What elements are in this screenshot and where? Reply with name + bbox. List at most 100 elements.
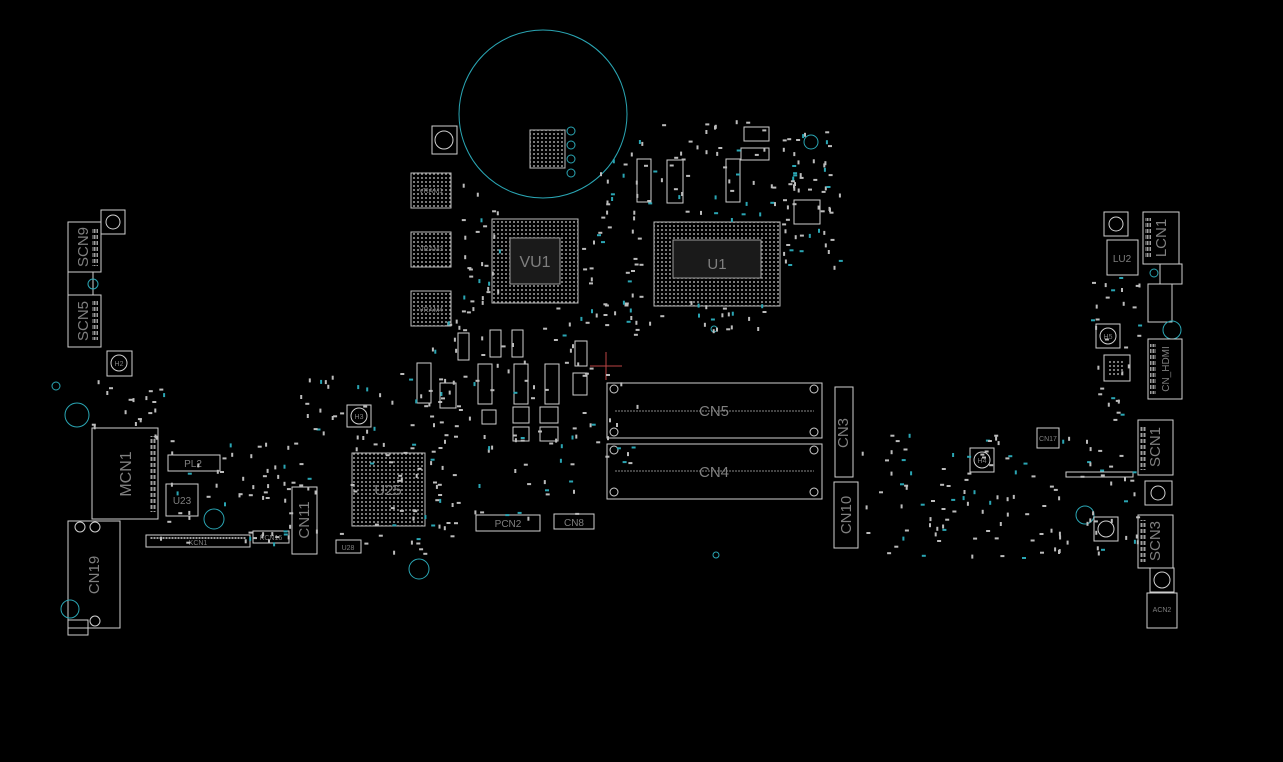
smd-pad — [785, 218, 790, 221]
smd-pad — [589, 282, 593, 285]
part-right-3[interactable] — [1147, 283, 1173, 323]
smd-pad — [941, 468, 946, 470]
smd-pad — [746, 121, 751, 124]
smd-pad — [490, 389, 495, 392]
smd-pad — [248, 531, 253, 534]
connector-cn3[interactable]: CN3 — [834, 386, 854, 478]
smd-pad — [782, 139, 787, 142]
part-right-2[interactable] — [1159, 263, 1183, 285]
vram2[interactable] — [529, 129, 566, 169]
smd-pad — [456, 501, 461, 504]
smd-pad — [904, 484, 909, 487]
inductor-row-top[interactable] — [431, 125, 821, 225]
h4-label: H4 — [978, 458, 987, 465]
smd-pad — [754, 153, 759, 156]
chip-u25[interactable]: U25 — [351, 452, 426, 527]
smd-pad — [1137, 334, 1142, 337]
smd-pad — [1100, 469, 1105, 472]
memory-slot-cn5[interactable]: CN5 — [606, 382, 823, 439]
connector-cn19[interactable]: CN19 — [67, 520, 121, 636]
smd-pad — [879, 491, 883, 494]
part-lu2-top[interactable] — [1103, 211, 1129, 237]
chip-u23[interactable]: U23 — [165, 483, 199, 517]
connector-acn2[interactable]: ACN2 — [1146, 592, 1178, 629]
smd-pad — [987, 440, 992, 442]
smd-pad — [1098, 393, 1103, 396]
connector-cn10[interactable]: CN10 — [833, 481, 859, 549]
smd-pad — [994, 434, 999, 437]
cn19-label: CN19 — [86, 556, 103, 594]
connector-hdmi[interactable]: CN_HDMI — [1147, 338, 1183, 400]
smd-pad — [461, 219, 466, 222]
smd-pad — [582, 247, 587, 250]
part-above-acn2[interactable] — [1149, 567, 1175, 593]
hole-h2[interactable]: H2 — [106, 350, 133, 377]
memory-slot-cn4[interactable]: CN4 — [606, 443, 823, 500]
vram3[interactable]: VRAM3 — [410, 231, 452, 268]
hole-h5[interactable]: H5 — [1095, 323, 1121, 349]
inductor-row-center[interactable] — [416, 329, 588, 442]
connector-kcn16[interactable]: KCN16 — [252, 530, 290, 544]
smd-pad — [833, 265, 836, 270]
connector-scn3[interactable]: SCN3 — [1137, 514, 1174, 569]
smd-pad — [1138, 324, 1143, 327]
connector-lcn1[interactable]: LCN1 — [1142, 211, 1180, 265]
connector-cn8[interactable]: CN8 — [553, 513, 595, 530]
smd-pad — [1111, 397, 1116, 400]
smd-pad — [1133, 492, 1136, 497]
connector-pcn2[interactable]: PCN2 — [475, 514, 541, 532]
smd-pad — [1092, 281, 1096, 284]
smd-pad — [597, 234, 601, 237]
smd-pad — [480, 511, 485, 514]
smd-pad — [759, 212, 762, 217]
connector-cn11[interactable]: CN11 — [291, 486, 318, 555]
hole-h4[interactable]: H4 — [969, 447, 995, 473]
smd-pad — [462, 183, 465, 188]
smd-pad — [996, 495, 999, 500]
connector-cn17[interactable]: CN17 — [1036, 427, 1060, 449]
chip-hdmi-ic[interactable] — [1103, 354, 1131, 382]
smd-pad — [826, 186, 831, 188]
smd-pad — [253, 537, 257, 540]
smd-pad — [163, 393, 166, 398]
connector-scn5[interactable]: SCN5 — [67, 294, 102, 348]
inductor-pl2[interactable]: PL2 — [167, 454, 221, 472]
smd-pad — [577, 362, 580, 367]
vram4[interactable]: VRAM4 — [410, 290, 452, 327]
chip-u28[interactable]: U28 — [335, 539, 362, 554]
connector-small-left[interactable] — [67, 271, 94, 296]
smd-pad — [1031, 475, 1036, 478]
smd-pad — [447, 321, 450, 326]
vram1[interactable]: VRAM1 — [410, 172, 452, 209]
smd-pad — [220, 471, 224, 473]
smd-pad — [762, 129, 767, 132]
connector-mcn1[interactable]: MCN1 — [91, 427, 159, 520]
gpu-vu1[interactable]: VU1 — [491, 218, 579, 304]
smd-pad — [463, 329, 468, 332]
part-top-left[interactable] — [100, 209, 126, 235]
smd-pad — [627, 452, 629, 457]
part-scn-mid[interactable] — [1144, 480, 1173, 506]
smd-pad — [678, 195, 681, 200]
cpu-u1[interactable]: U1 — [653, 221, 781, 307]
smd-pad — [799, 173, 802, 178]
part-left-of-scn3[interactable] — [1093, 516, 1119, 542]
smd-pad — [431, 524, 436, 527]
hole-h3[interactable]: H3 — [346, 404, 372, 428]
connector-scn9[interactable]: SCN9 — [67, 221, 102, 273]
smd-pad — [685, 210, 690, 213]
chip-lu2[interactable]: LU2 — [1106, 239, 1139, 276]
smd-pad — [350, 484, 355, 486]
smd-pad — [614, 311, 617, 316]
cn8-label: CN8 — [564, 518, 584, 529]
connector-scn1[interactable]: SCN1 — [1137, 419, 1174, 476]
connector-strip-right[interactable] — [1065, 471, 1134, 478]
smd-pad — [1059, 535, 1062, 540]
via-right — [1149, 268, 1159, 278]
connector-kcn1[interactable]: KCN1 — [145, 534, 251, 548]
smd-pad — [374, 523, 379, 526]
smd-pad — [478, 279, 481, 284]
smd-pad — [410, 424, 415, 427]
smd-pad — [486, 291, 491, 294]
